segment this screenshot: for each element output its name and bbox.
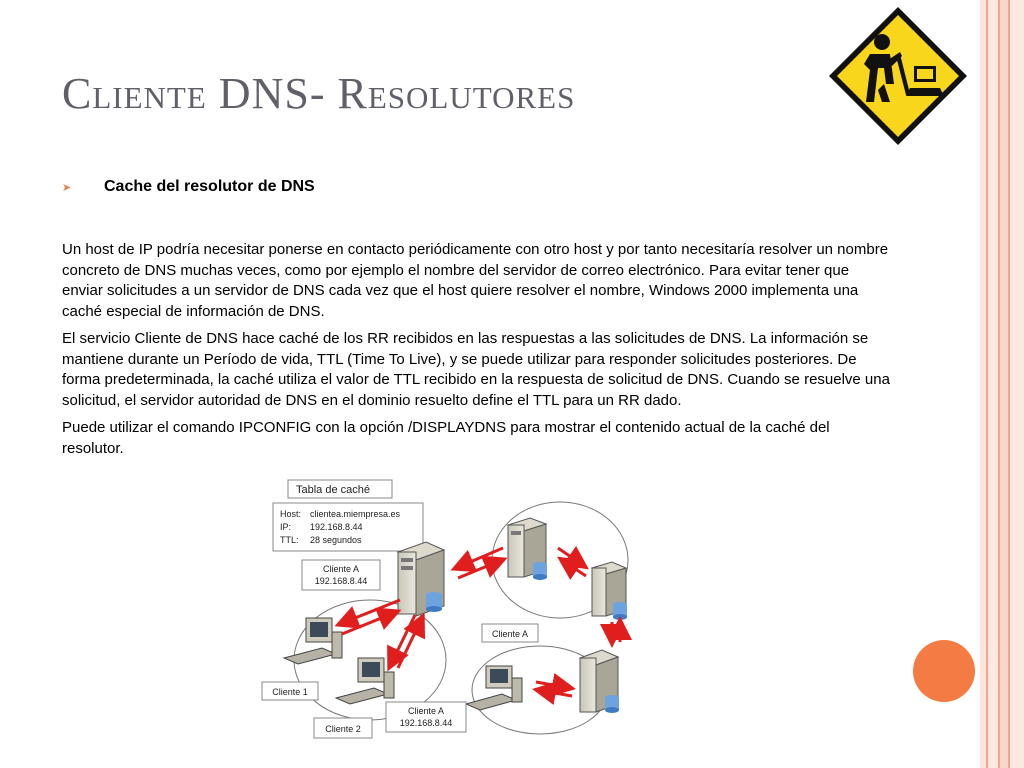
- construction-sign-icon: [829, 7, 967, 145]
- label-box: [313, 717, 373, 739]
- client-a-label: Cliente A: [408, 706, 444, 716]
- dns-server-icon: [578, 649, 620, 713]
- bullet-text: Cache del resolutor de DNS: [104, 178, 315, 195]
- paragraph: El servicio Cliente de DNS hace caché de…: [62, 330, 890, 409]
- client-a-ip: 192.168.8.44: [400, 718, 453, 728]
- cache-value: 192.168.8.44: [310, 522, 363, 532]
- bullet-item: ➤ Cache del resolutor de DNS: [62, 178, 315, 196]
- arrow-bullet-icon: ➤: [62, 181, 72, 194]
- client-computer-icon: [334, 657, 395, 705]
- paragraph: Un host de IP podría necesitar ponerse e…: [62, 241, 889, 320]
- client-2-label: Cliente 2: [325, 724, 361, 734]
- cache-key: IP:: [280, 522, 291, 532]
- dns-server-icon: [590, 561, 628, 620]
- decorative-circle: [913, 640, 975, 702]
- cache-table: [272, 502, 424, 552]
- cache-key: Host:: [280, 509, 301, 519]
- decorative-stripes: [980, 0, 1024, 768]
- client-a-ip: 192.168.8.44: [315, 576, 368, 586]
- client-computer-icon: [282, 617, 343, 665]
- label-box: [385, 701, 467, 733]
- cache-value: clientea.miempresa.es: [310, 509, 401, 519]
- cache-value: 28 segundos: [310, 535, 362, 545]
- client-a-label: Cliente A: [492, 629, 528, 639]
- cache-title-box: [287, 479, 393, 499]
- cache-key: TTL:: [280, 535, 299, 545]
- label-box: [261, 681, 319, 701]
- label-box: [481, 623, 539, 643]
- dns-cache-diagram: Tabla de caché Host: clientea.miempresa.…: [261, 479, 632, 739]
- slide-title: Cliente DNS- Resolutores: [62, 69, 576, 118]
- label-box: [301, 559, 381, 591]
- client-computer-icon: [464, 665, 523, 711]
- cache-title: Tabla de caché: [296, 484, 370, 496]
- dns-server-icon: [506, 517, 548, 580]
- paragraph: Puede utilizar el comando IPCONFIG con l…: [62, 419, 830, 457]
- body-text: Un host de IP podría necesitar ponerse e…: [62, 240, 892, 466]
- client-a-label: Cliente A: [323, 564, 359, 574]
- dns-server-icon: [396, 541, 446, 617]
- client-1-label: Cliente 1: [272, 687, 308, 697]
